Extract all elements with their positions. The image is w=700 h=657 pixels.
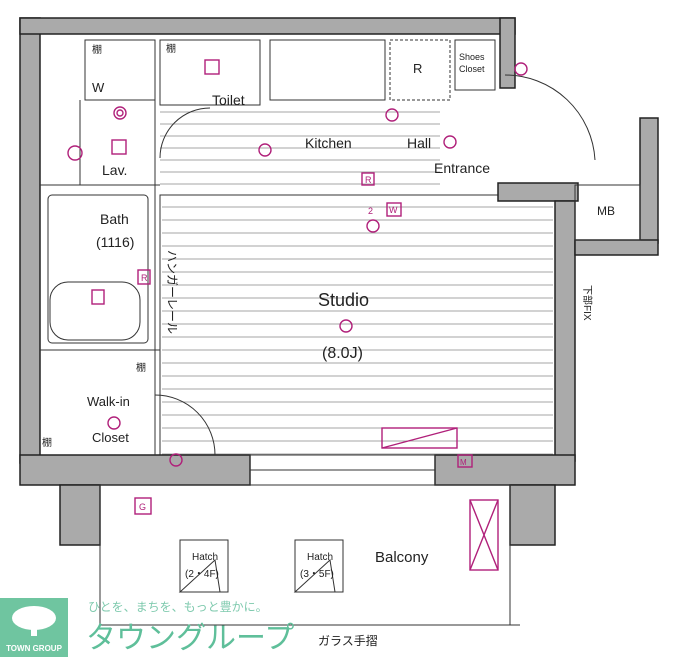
bath-label: Bath xyxy=(100,211,129,227)
walkin-label-2: Closet xyxy=(92,430,129,445)
hatch-2-floors: (3・5F) xyxy=(300,569,334,580)
studio-size-label: (8.0J) xyxy=(322,345,363,362)
m-marker xyxy=(457,454,473,468)
glass-railing-label: ガラス手摺 xyxy=(318,633,378,648)
w-marker-label: W xyxy=(389,205,398,215)
bath-size-label: (1116) xyxy=(96,234,134,250)
hall-label: Hall xyxy=(407,135,431,151)
shoes-closet-label-2: Closet xyxy=(459,64,485,74)
hanger-rail-label: ハンガーレール xyxy=(165,250,179,334)
shelf-label-closet-2: 棚 xyxy=(42,436,52,449)
balcony-label: Balcony xyxy=(375,549,429,566)
shelf-label-toilet: 棚 xyxy=(166,42,176,55)
slogan: ひとを、まちを、もっと豊かに。 xyxy=(88,600,268,614)
kitchen-flooring xyxy=(160,111,440,185)
hatch-2-label: Hatch xyxy=(307,552,333,563)
r-marker-label: R xyxy=(365,175,372,185)
marker-2: 2 xyxy=(368,206,373,216)
partitions xyxy=(40,39,641,626)
hatch-1-floors: (2・4F) xyxy=(185,569,219,580)
shoes-closet-label-1: Shoes xyxy=(459,52,485,62)
walkin-label-1: Walk-in xyxy=(87,394,130,409)
mb-label: MB xyxy=(597,204,615,218)
electrical-markers xyxy=(67,59,528,467)
gas-marker xyxy=(134,497,152,515)
r-marker-bath-label: R xyxy=(141,273,148,283)
m-marker-label: M xyxy=(460,458,467,467)
lav-label: Lav. xyxy=(102,162,127,178)
studio-label: Studio xyxy=(318,290,369,310)
brand-name: タウングループ xyxy=(86,622,295,655)
washer-label: W xyxy=(92,80,105,95)
w-marker xyxy=(386,202,402,217)
gas-marker-label: G xyxy=(139,502,146,512)
tree-icon xyxy=(12,606,56,636)
kitchen-label: Kitchen xyxy=(305,135,352,151)
r-marker xyxy=(361,172,375,186)
toilet-label: Toilet xyxy=(212,92,245,108)
hatch-1-label: Hatch xyxy=(192,552,218,563)
walls xyxy=(19,17,659,546)
r-marker-bath xyxy=(137,269,151,285)
shelf-label-wc: 棚 xyxy=(92,43,102,56)
shelf-label-closet-1: 棚 xyxy=(136,361,146,374)
lower-fix-label: 下部FIX xyxy=(581,285,594,321)
entrance-label: Entrance xyxy=(434,160,490,176)
studio-flooring xyxy=(159,194,556,456)
refrigerator-label: R xyxy=(413,61,422,76)
town-group-logo: TOWN GROUP xyxy=(0,598,68,657)
logo-text: TOWN GROUP xyxy=(6,644,62,653)
